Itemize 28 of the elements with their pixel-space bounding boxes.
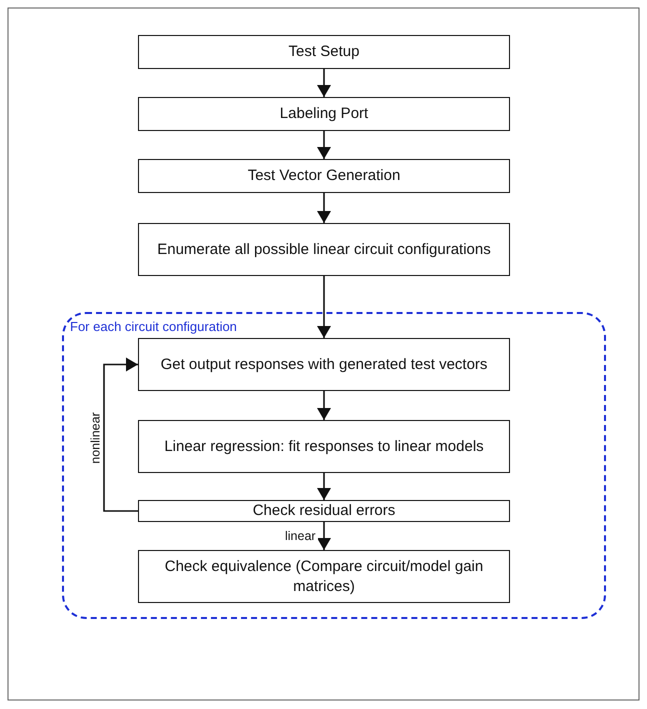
process-box — [138, 338, 510, 391]
box-label: Check residual errors — [252, 501, 396, 521]
process-box — [138, 420, 510, 473]
process-box — [138, 550, 510, 603]
box-label: Check equivalence (Compare circuit/model gain matrices) — [164, 557, 484, 596]
region-label: For each circuit configuration — [70, 319, 237, 334]
box-label: Test Setup — [288, 42, 360, 62]
arrow — [103, 358, 138, 512]
edge-label: nonlinear — [88, 410, 102, 466]
edge-label: linear — [283, 529, 318, 543]
box-label: Enumerate all possible linear circuit configurations — [157, 240, 491, 260]
box-label: Labeling Port — [280, 104, 368, 124]
process-box — [138, 35, 510, 69]
box-label: Linear regression: fit responses to linear models — [164, 436, 484, 456]
arrow — [317, 69, 331, 97]
arrow — [317, 131, 331, 159]
arrow — [317, 522, 331, 550]
arrow — [317, 193, 331, 223]
box-label: Test Vector Generation — [248, 166, 400, 186]
arrow — [317, 473, 331, 500]
arrow — [317, 391, 331, 420]
loop-region — [62, 312, 606, 619]
box-label: Get output responses with generated test vectors — [160, 354, 488, 374]
arrow — [317, 276, 331, 338]
process-box — [138, 223, 510, 276]
process-box — [138, 97, 510, 131]
process-box — [138, 500, 510, 522]
process-box — [138, 159, 510, 193]
